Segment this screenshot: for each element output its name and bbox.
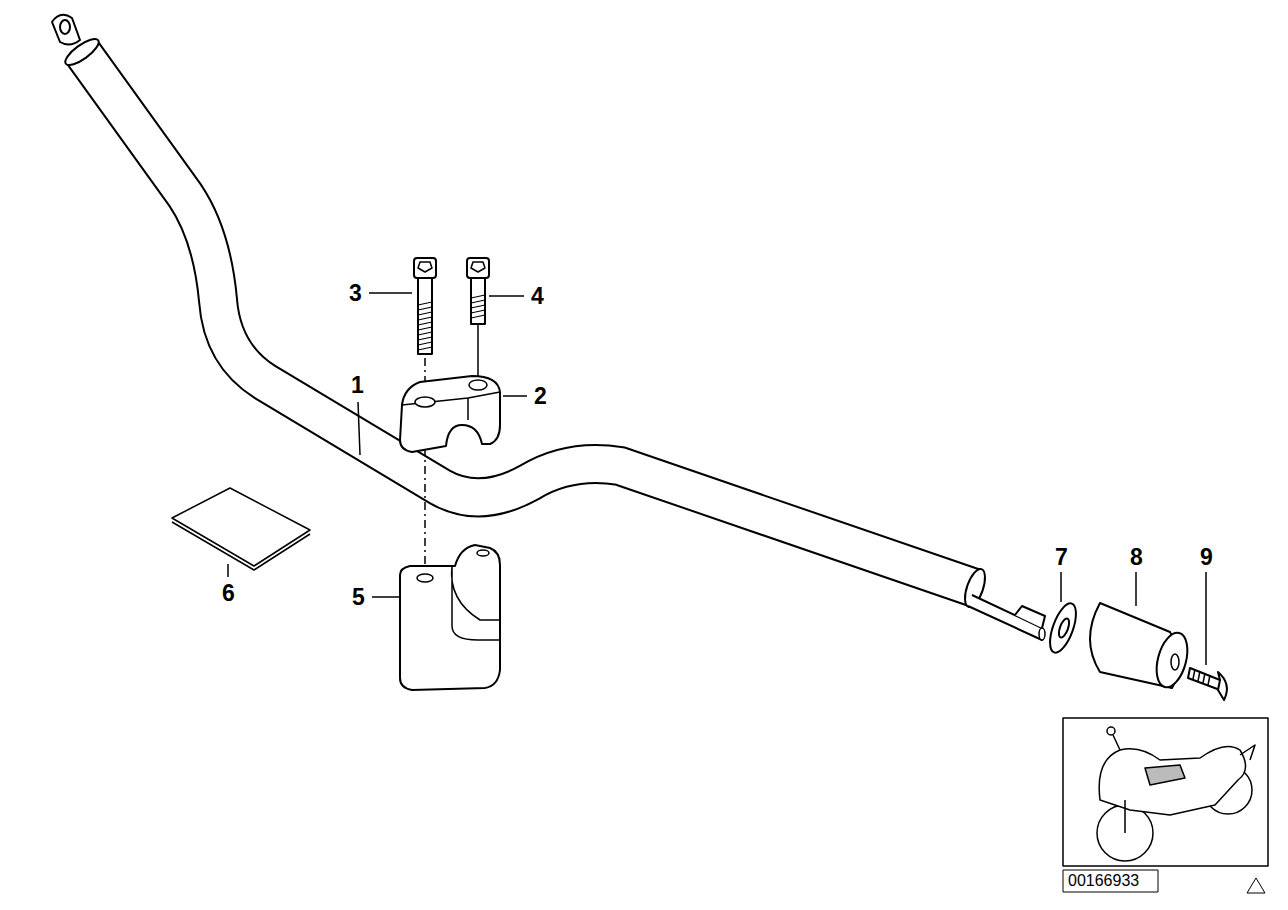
callout-number: 6 [220,582,237,605]
callout-number: 1 [349,374,366,397]
callout-number: 7 [1053,546,1070,569]
callout-number: 2 [532,385,549,408]
diagram-code: 00166933 [1066,873,1141,889]
callout-number: 5 [350,586,367,609]
callout-number: 4 [529,285,546,308]
callout-number: 8 [1128,546,1145,569]
callout-number: 3 [347,282,364,305]
callout-number: 9 [1198,546,1215,569]
